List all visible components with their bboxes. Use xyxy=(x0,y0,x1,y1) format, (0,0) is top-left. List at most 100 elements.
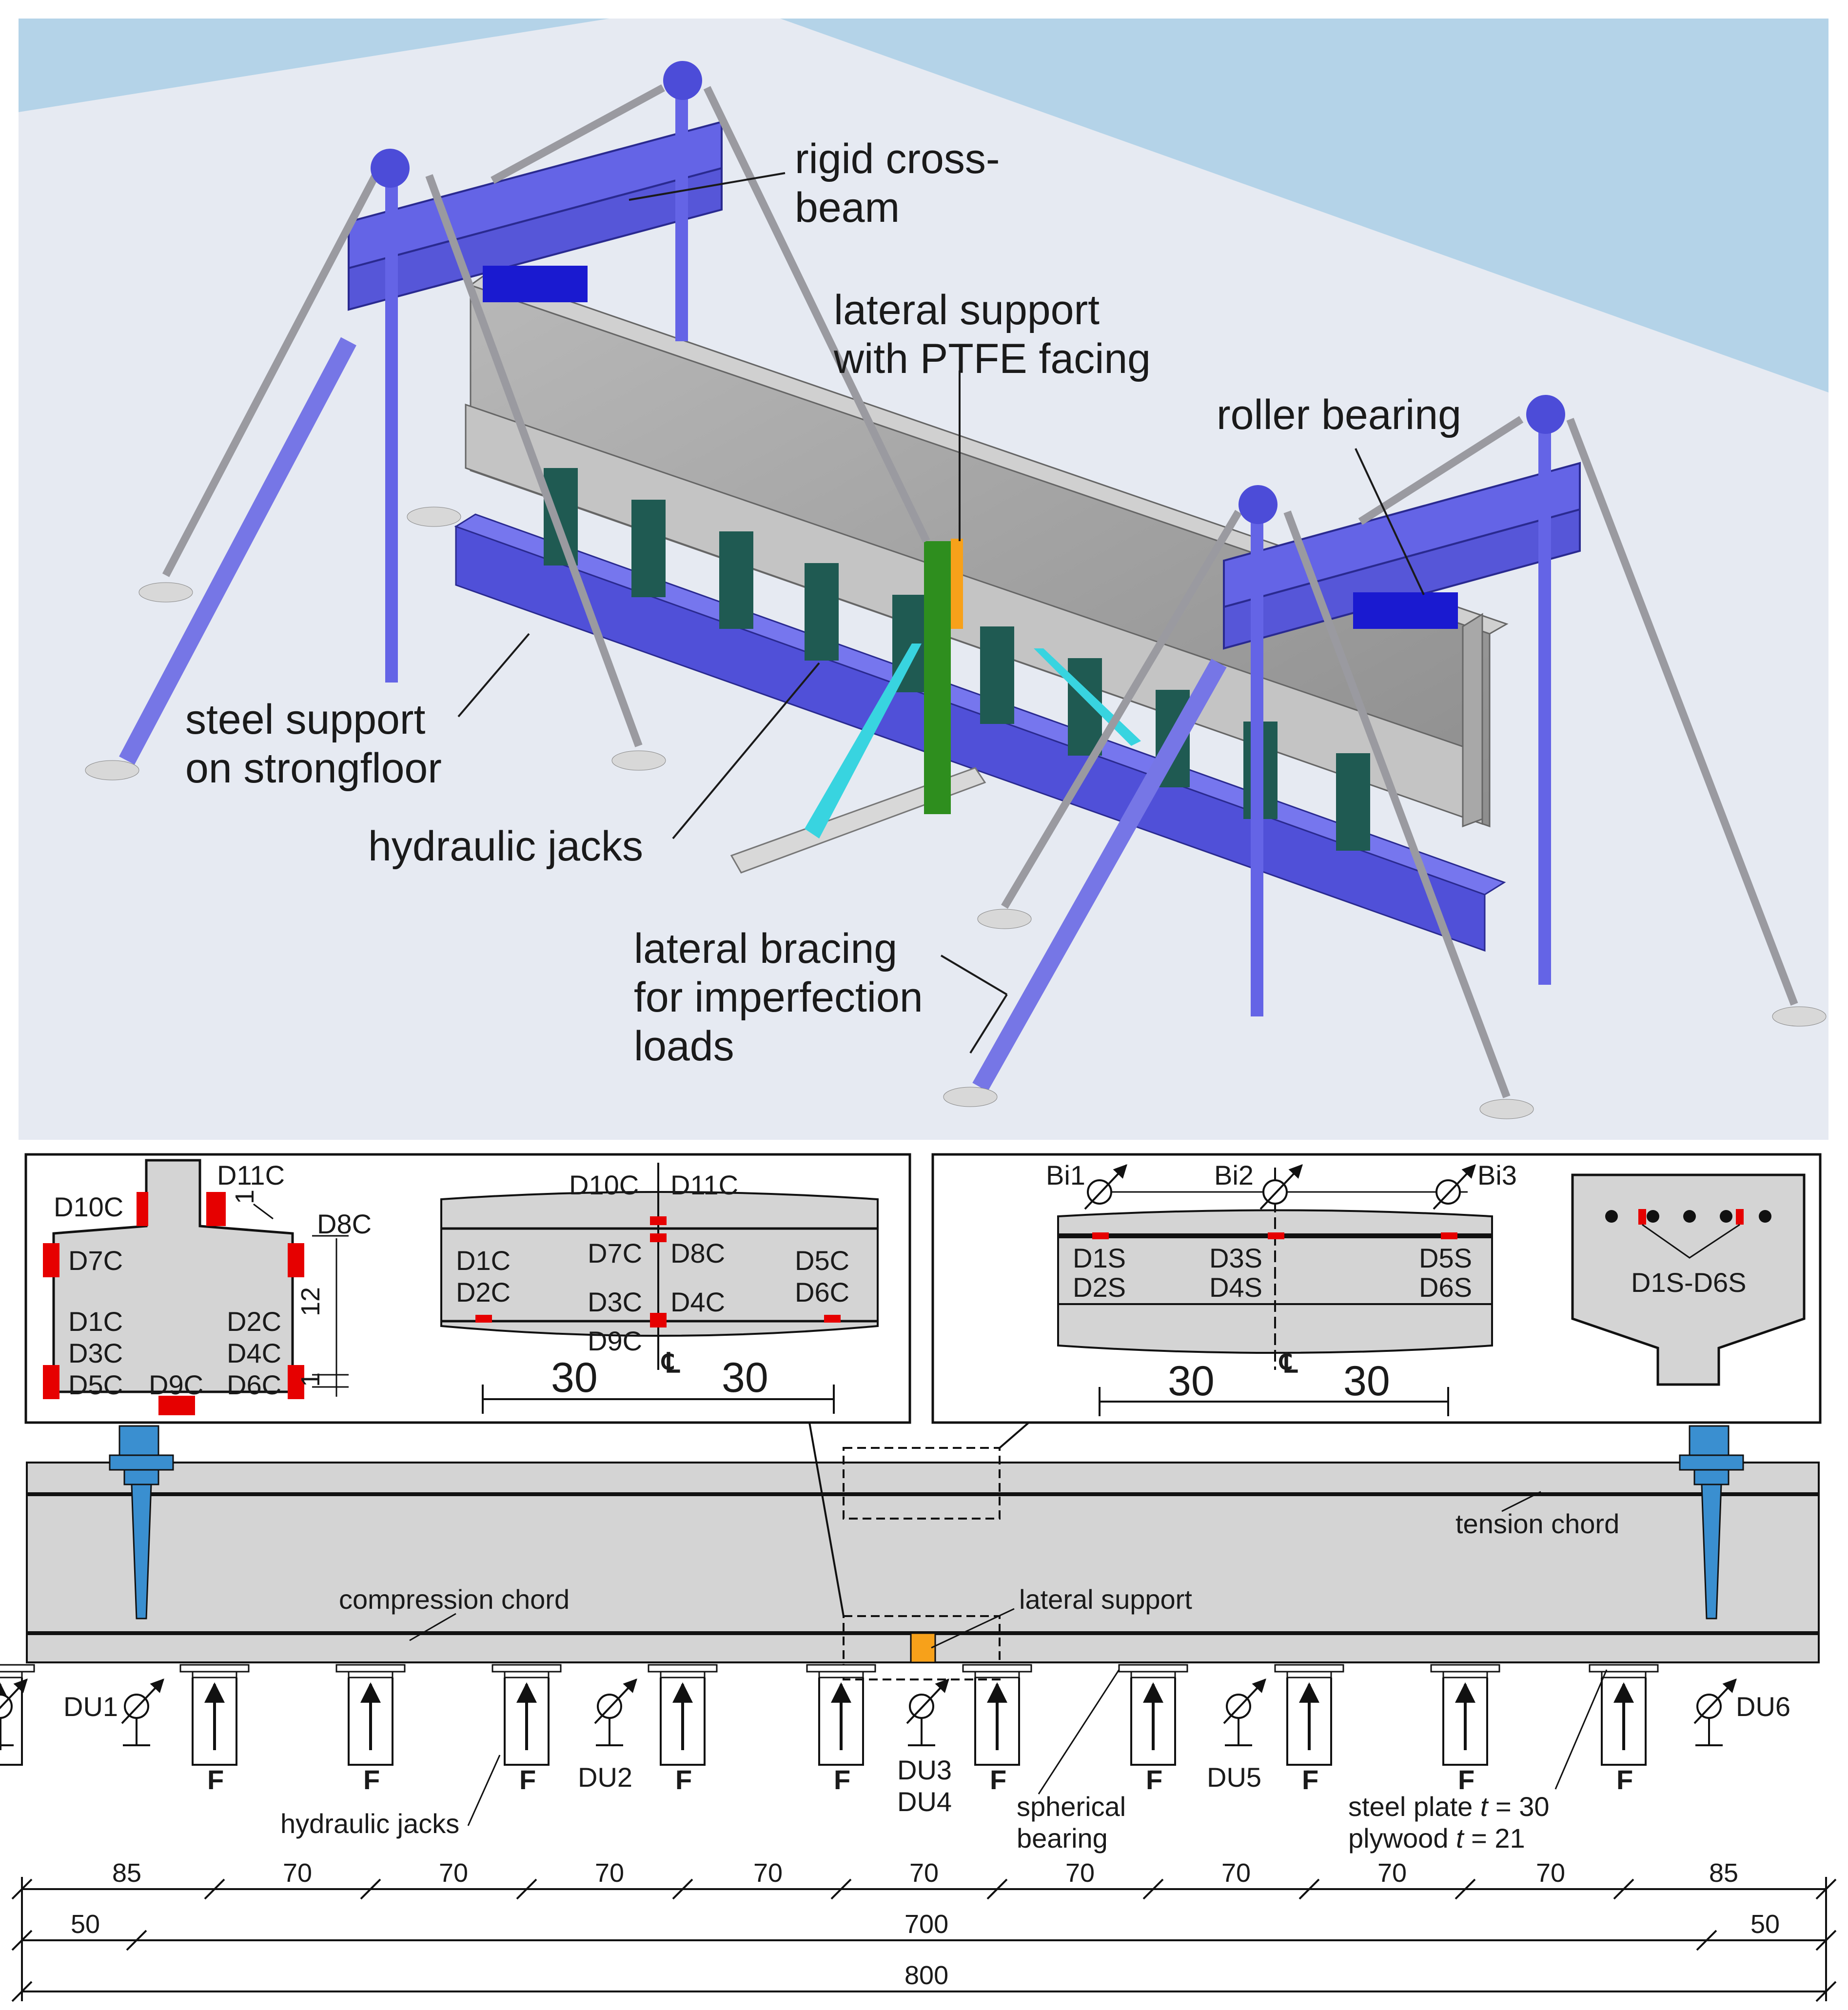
gauge-D3C-sec: D3C xyxy=(68,1338,123,1368)
leader-lines-3d xyxy=(457,172,1425,1054)
dim-row3-0: 800 xyxy=(904,1961,948,1990)
gauge-D8C-sec: D8C xyxy=(317,1209,372,1239)
gauge-D5C-plan: D5C xyxy=(795,1245,849,1276)
bi-sensors xyxy=(1084,1164,1476,1210)
gauge-D4C-plan: D4C xyxy=(670,1287,725,1317)
force-F-1: F xyxy=(207,1764,224,1795)
label-lateral-support-elev: lateral support xyxy=(1019,1584,1192,1615)
lateral-support-block xyxy=(910,1632,936,1663)
label-DU4: DU4 xyxy=(897,1786,952,1817)
gauge-D6C-sec: D6C xyxy=(227,1369,281,1400)
label-lateral-bracing-2: for imperfection xyxy=(634,974,923,1021)
dim-30-left-c: 30 xyxy=(551,1354,598,1401)
gauge-D4C-sec: D4C xyxy=(227,1338,281,1368)
label-rigid-cross-beam-2: beam xyxy=(795,184,900,231)
label-DU6: DU6 xyxy=(1736,1691,1790,1722)
sky-right xyxy=(780,19,1828,392)
label-roller-bearing: roller bearing xyxy=(1217,391,1461,438)
dim-1-bottom: 1 xyxy=(296,1372,325,1387)
gauge-D1C-sec: D1C xyxy=(68,1306,123,1337)
gauge-D10C-sec: D10C xyxy=(54,1191,123,1222)
dim-row1-2: 70 xyxy=(439,1858,468,1888)
detail-box-left xyxy=(24,1153,911,1424)
gauge-D3C-plan: D3C xyxy=(588,1287,642,1317)
label-Bi1: Bi1 xyxy=(1046,1160,1085,1190)
force-F-9: F xyxy=(1458,1764,1474,1795)
jack xyxy=(0,1664,35,1766)
gauge-D4S: D4S xyxy=(1209,1272,1262,1303)
label-DU2: DU2 xyxy=(578,1762,632,1793)
force-F-5: F xyxy=(834,1764,850,1795)
beam-elevation: tension chord compression chord lateral … xyxy=(0,1422,1820,1854)
left-support-frame xyxy=(85,61,930,781)
label-lateral-support-2: with PTFE facing xyxy=(833,335,1151,382)
force-F-10: F xyxy=(1616,1764,1633,1795)
label-hydraulic-jacks-elev: hydraulic jacks xyxy=(280,1808,459,1839)
gauge-D5C-sec: D5C xyxy=(68,1369,123,1400)
dim-row2-2: 50 xyxy=(1750,1910,1780,1939)
du-sensors xyxy=(0,1678,1736,1746)
dim-row1-8: 70 xyxy=(1377,1858,1407,1888)
dim-row1-10: 85 xyxy=(1709,1858,1738,1888)
gauges-plan-tension xyxy=(1092,1232,1457,1239)
label-spherical: spherical xyxy=(1017,1791,1126,1822)
gauge-D6C-plan: D6C xyxy=(795,1277,849,1307)
label-plywood: plywood t = 21 xyxy=(1348,1823,1525,1854)
plan-view-tension xyxy=(1057,1209,1493,1354)
dim-row1-1: 70 xyxy=(283,1858,312,1888)
dim-row1-0: 85 xyxy=(112,1858,141,1888)
label-Bi3: Bi3 xyxy=(1477,1160,1517,1190)
dim-30-right-s: 30 xyxy=(1343,1358,1390,1405)
tension-chord-detail: Bi1 Bi2 Bi3 D1S D2S D3S D4S D5S D6S ℄ 30… xyxy=(931,1153,1822,1424)
gauge-D6S: D6S xyxy=(1419,1272,1472,1303)
label-lateral-bracing-1: lateral bracing xyxy=(634,925,897,972)
end-bearings xyxy=(109,1425,1744,1620)
dim-row1-7: 70 xyxy=(1221,1858,1251,1888)
gauge-D2C-plan: D2C xyxy=(456,1277,511,1307)
dim-30-right-c: 30 xyxy=(722,1354,768,1401)
jack-group xyxy=(0,1665,1658,1765)
gauge-D1S: D1S xyxy=(1073,1243,1126,1273)
gauge-D7C-plan: D7C xyxy=(588,1238,642,1268)
dim-row1-3: 70 xyxy=(595,1858,624,1888)
label-DU1: DU1 xyxy=(63,1691,118,1722)
zoom-leaders xyxy=(808,1422,1030,1680)
gauge-D9C-sec: D9C xyxy=(149,1369,203,1400)
dim-row1-5: 70 xyxy=(909,1858,939,1888)
force-F-3: F xyxy=(519,1764,536,1795)
dimension-rows xyxy=(11,1877,1837,2002)
gauge-D5S: D5S xyxy=(1419,1243,1472,1273)
gauge-D10C-plan: D10C xyxy=(569,1170,639,1200)
force-F-4: F xyxy=(675,1764,692,1795)
gauge-D8C-plan: D8C xyxy=(670,1238,725,1268)
isometric-view: rigid cross- beam lateral support with P… xyxy=(19,19,1828,1140)
label-bearing: bearing xyxy=(1017,1823,1108,1854)
label-steel-support-1: steel support xyxy=(185,696,426,743)
label-hydraulic-jacks-3d: hydraulic jacks xyxy=(368,823,643,870)
label-D1S-D6S: D1S-D6S xyxy=(1631,1267,1747,1298)
dim-row2-0: 50 xyxy=(71,1910,100,1939)
force-F-2: F xyxy=(363,1764,380,1795)
gauges-plan-compression xyxy=(475,1216,841,1327)
label-rigid-cross-beam-1: rigid cross- xyxy=(795,136,1000,182)
force-F-8: F xyxy=(1302,1764,1318,1795)
label-DU5: DU5 xyxy=(1207,1762,1261,1793)
tension-rebars xyxy=(1605,1210,1771,1223)
label-steel-plate: steel plate t = 30 xyxy=(1348,1791,1550,1822)
gauge-D3S: D3S xyxy=(1209,1243,1262,1273)
dim-row2-1: 700 xyxy=(904,1910,948,1939)
label-lateral-bracing-3: loads xyxy=(634,1023,734,1070)
centerline-compression: ℄ xyxy=(661,1347,680,1378)
section-dims xyxy=(253,1203,349,1397)
detail-box-right xyxy=(931,1153,1822,1424)
compression-chord-detail: 12 1 1 D10C D11C D8C D7C D1C D2C D3C D4C… xyxy=(24,1153,911,1424)
gauge-D2C-sec: D2C xyxy=(227,1306,281,1337)
force-F-7: F xyxy=(1146,1764,1162,1795)
dim-12: 12 xyxy=(296,1287,325,1316)
label-lateral-support-1: lateral support xyxy=(834,287,1100,333)
dim-row1-4: 70 xyxy=(753,1858,783,1888)
concrete-beam xyxy=(465,272,1509,828)
gauge-D1C-plan: D1C xyxy=(456,1245,511,1276)
dimension-labels: 85 70 70 70 70 70 70 70 70 70 85 50 700 … xyxy=(71,1858,1780,1990)
